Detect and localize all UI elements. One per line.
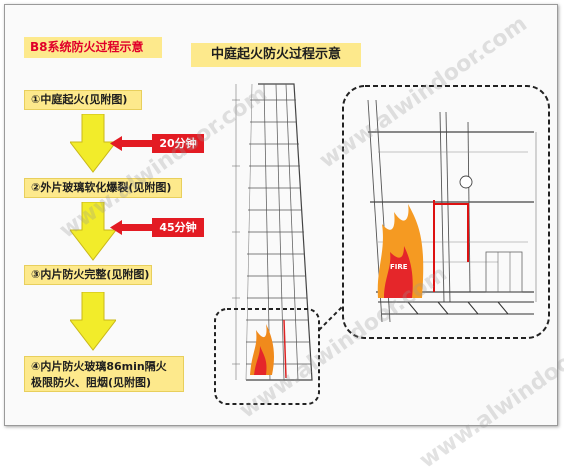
fire-icon bbox=[250, 324, 274, 375]
left-arrow-icon bbox=[110, 220, 152, 235]
step-2-label: ②外片玻璃软化爆裂(见附图) bbox=[31, 181, 172, 194]
step-3-label: ③内片防火完整(见附图) bbox=[31, 268, 150, 281]
detail-marker-icon bbox=[459, 175, 473, 189]
down-arrow-1 bbox=[70, 114, 116, 173]
step-4-label-line1: ④内片防火玻璃86min隔火 bbox=[31, 360, 167, 373]
fire-label: FIRE bbox=[390, 263, 408, 271]
timing-tag-2: 45分钟 bbox=[110, 218, 206, 237]
detail-section-drawing bbox=[367, 99, 537, 323]
step-4-label-line2: 极限防火、阻烟(见附图) bbox=[31, 376, 152, 389]
timing-label-1: 20分钟 bbox=[152, 134, 204, 153]
diagram-title: 中庭起火防火过程示意 bbox=[191, 43, 361, 67]
callout-connector bbox=[318, 305, 344, 331]
step-1: ①中庭起火(见附图) bbox=[24, 90, 142, 110]
building-elevation-drawing bbox=[232, 83, 313, 381]
step-4: ④内片防火玻璃86min隔火 极限防火、阻烟(见附图) bbox=[24, 356, 184, 392]
timing-tag-1: 20分钟 bbox=[110, 134, 206, 153]
detail-highlight bbox=[342, 85, 550, 339]
system-title: B8系统防火过程示意 bbox=[24, 37, 162, 58]
timing-label-2: 45分钟 bbox=[152, 218, 204, 237]
step-3: ③内片防火完整(见附图) bbox=[24, 265, 152, 285]
step-1-label: ①中庭起火(见附图) bbox=[31, 93, 128, 106]
down-arrow-2 bbox=[70, 202, 116, 261]
step-2: ②外片玻璃软化爆裂(见附图) bbox=[24, 178, 182, 198]
down-arrow-3 bbox=[70, 292, 116, 351]
left-arrow-icon bbox=[110, 136, 152, 151]
base-highlight bbox=[214, 308, 320, 405]
callout-overlay bbox=[214, 85, 550, 405]
